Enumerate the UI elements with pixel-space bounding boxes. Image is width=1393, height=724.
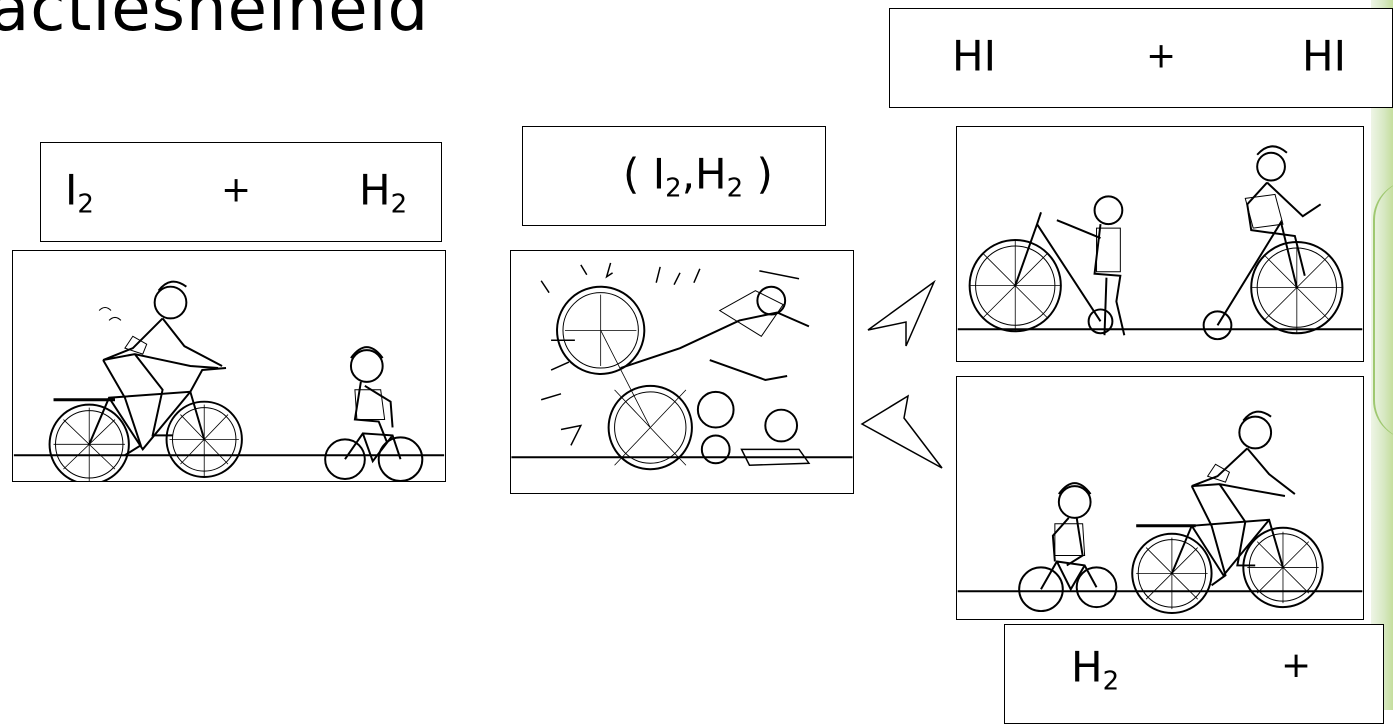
bicycle-wheel-icon [1242, 526, 1324, 609]
unreacted-hydrogen: H2 [1071, 642, 1120, 697]
intermediate-complex: ( I2,H2 ) [623, 149, 773, 204]
intermediate-formula-box: ( I2,H2 ) [522, 126, 826, 226]
bicycle-wheel-icon [607, 384, 693, 471]
panel-no-reaction [956, 376, 1364, 620]
child-head-icon [764, 408, 799, 443]
product-hi-right: HI [1302, 31, 1346, 81]
products-illustration [957, 145, 1363, 341]
small-wheel-icon [1018, 566, 1064, 613]
small-wheel-icon [1202, 310, 1233, 341]
arrow-to-product-icon [867, 280, 936, 347]
rider-head-icon [756, 285, 787, 316]
decorative-green-strip [1371, 0, 1393, 710]
decorative-curve [1373, 180, 1393, 440]
product-hi-left: HI [952, 31, 996, 81]
products-formula-box: HI + HI [889, 8, 1393, 108]
reactant-hydrogen: H2 [359, 165, 408, 220]
small-wheel-icon [324, 438, 366, 481]
small-wheel-icon [700, 434, 731, 465]
approach-illustration [13, 280, 445, 481]
collision-illustration [511, 262, 853, 471]
bicycle-wheel-icon [1131, 532, 1213, 615]
bicycle-wheel-icon [48, 403, 130, 481]
child-head-icon [1093, 195, 1124, 226]
small-wheel-icon [1087, 308, 1114, 335]
reactants-plus: + [221, 169, 252, 211]
slide-title: actiesnelheid [0, 0, 430, 46]
reactants-formula-box: I2 + H2 [40, 142, 442, 242]
products-plus: + [1146, 35, 1177, 77]
unreacted-formula-box: H2 + [1004, 624, 1384, 724]
arrow-to-no-reaction-icon [860, 394, 943, 469]
panel-approach [12, 250, 446, 482]
small-wheel-icon [377, 436, 424, 481]
panel-collision [510, 250, 854, 494]
bicycle-wheel-icon [556, 285, 646, 375]
small-wheel-icon [696, 390, 735, 429]
no-reaction-illustration [957, 410, 1363, 615]
small-wheel-icon [1075, 566, 1118, 609]
child-head-icon [1057, 485, 1092, 519]
rider-head-icon [153, 285, 188, 320]
rider-head-icon [1256, 151, 1286, 182]
unreacted-plus: + [1281, 645, 1312, 687]
reactant-iodine: I2 [65, 165, 94, 220]
panel-products [956, 126, 1364, 362]
rider-head-icon [1238, 415, 1273, 450]
child-head-icon [349, 349, 384, 383]
